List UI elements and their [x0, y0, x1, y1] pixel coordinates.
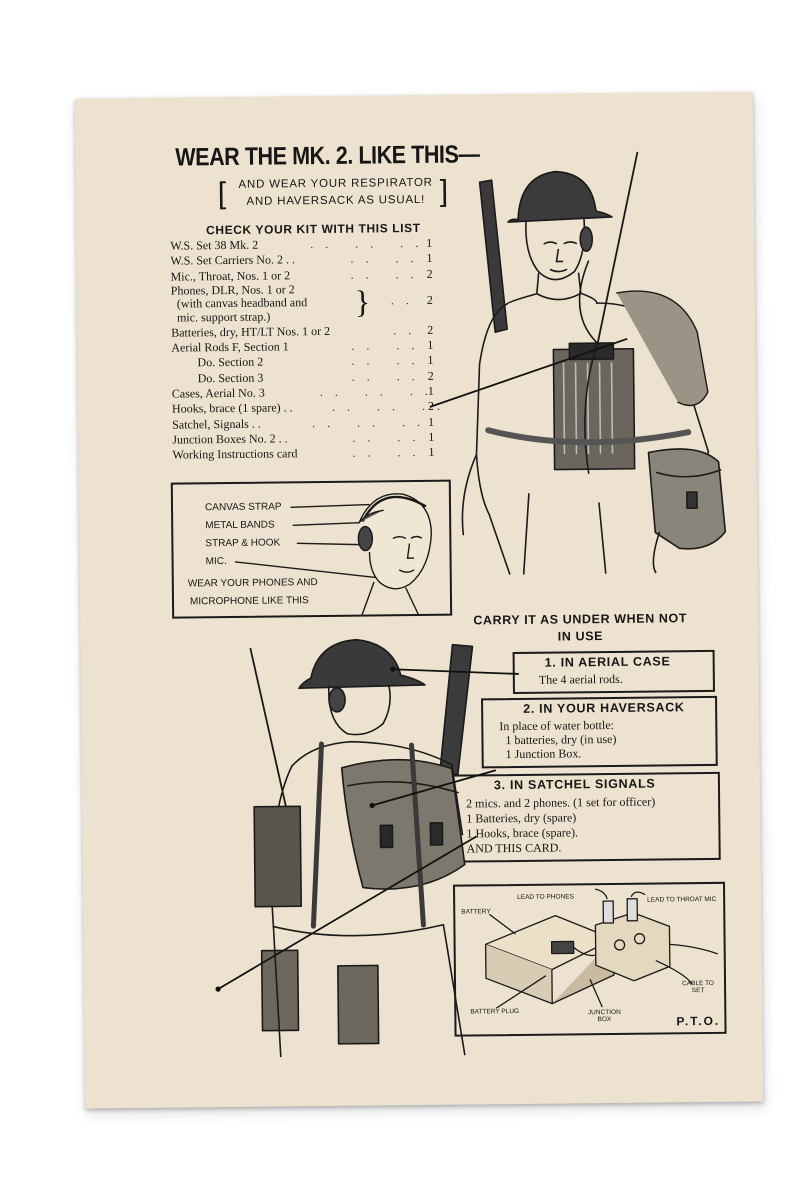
- pointer-lines-carry: [215, 666, 519, 992]
- phones-diagram-box: CANVAS STRAP METAL BANDS STRAP & HOOK MI…: [170, 479, 453, 619]
- soldier-back-illustration: [249, 638, 474, 1058]
- instruction-card: WEAR THE MK. 2. LIKE THIS— [ AND WEAR YO…: [74, 91, 764, 1109]
- pointer-line-set: [429, 337, 628, 408]
- pto-label: P.T.O.: [676, 1013, 721, 1029]
- head-with-phones-illustration: [234, 493, 433, 616]
- battery-junction-illustration: [484, 888, 718, 1009]
- battery-diagram-box: LEAD TO PHONES LEAD TO THROAT MIC BATTER…: [452, 881, 727, 1037]
